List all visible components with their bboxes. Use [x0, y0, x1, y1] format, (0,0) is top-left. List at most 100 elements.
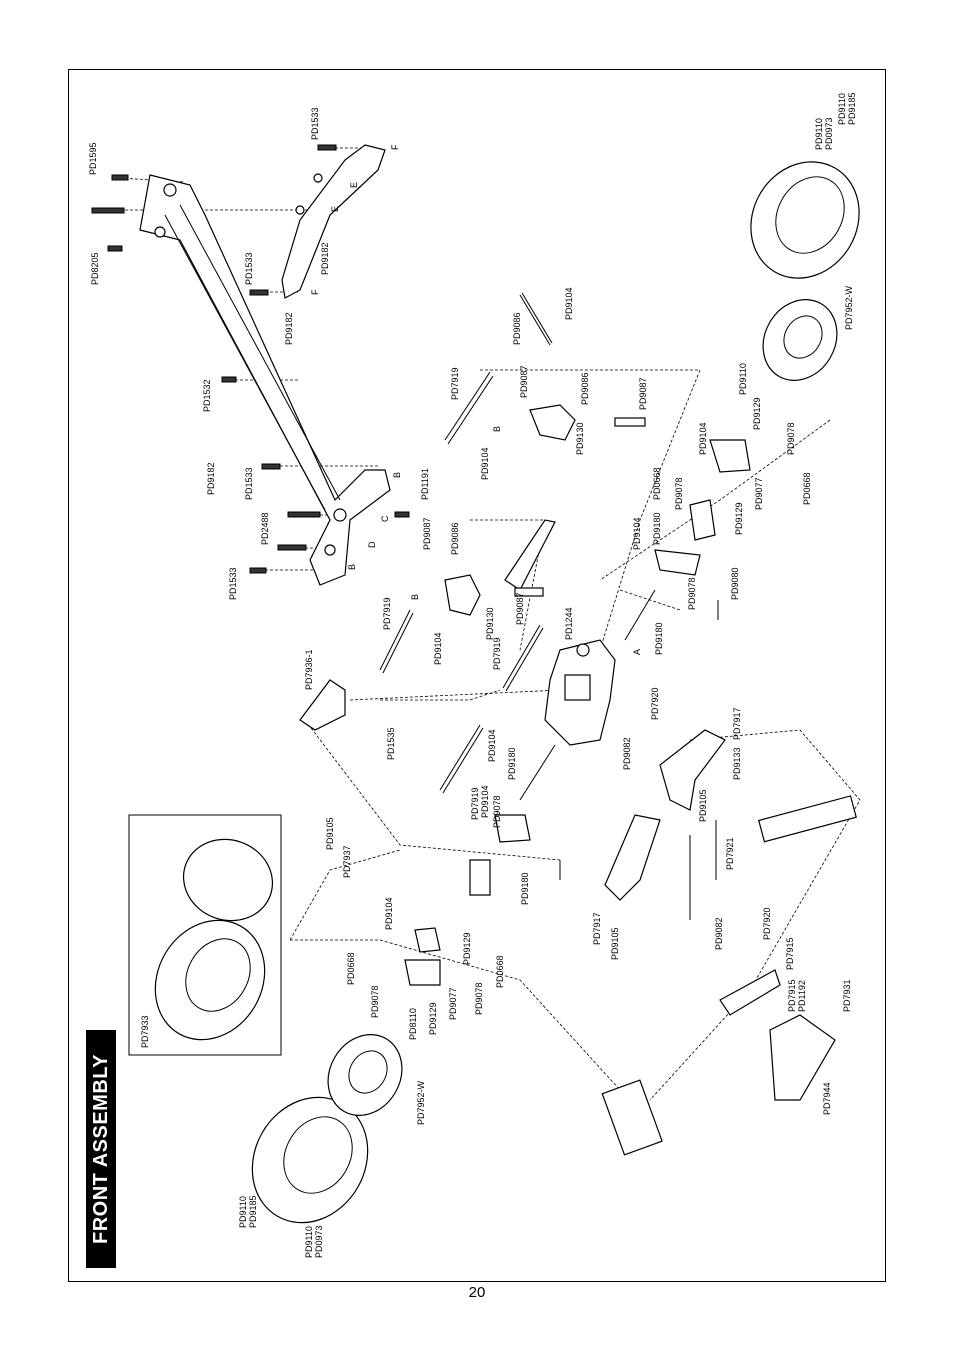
- part-label: PD7915: [787, 979, 797, 1012]
- callout-letter: E: [330, 206, 340, 212]
- hinge-pins: [559, 600, 719, 920]
- part-label: PD9182: [206, 462, 216, 495]
- callout-letter: C: [380, 515, 390, 522]
- part-labels: PD1595 PD8205 PD1533 PD9182 PD1533 PD918…: [88, 92, 857, 1258]
- part-label: PD9077: [754, 477, 764, 510]
- part-label: PD9104: [384, 897, 394, 930]
- part-label: PD7917: [732, 707, 742, 740]
- part-label: PD8110: [408, 1008, 418, 1040]
- part-label: PD8205: [90, 252, 100, 285]
- part-label: PD9180: [520, 872, 530, 905]
- part-label: PD0973: [314, 1225, 324, 1258]
- part-label: PD9130: [575, 422, 585, 455]
- part-label: PD0973: [824, 117, 834, 150]
- front-brace: [281, 144, 386, 299]
- part-label: PD9078: [492, 795, 502, 828]
- part-label: PD1533: [310, 107, 320, 140]
- part-label: PD9105: [698, 789, 708, 822]
- part-label: PD9185: [847, 92, 857, 125]
- part-label: PD9082: [714, 917, 724, 950]
- part-label: PD7919: [382, 597, 392, 630]
- part-label: PD7919: [492, 637, 502, 670]
- part-label: PD9182: [284, 312, 294, 345]
- part-label: PD7920: [762, 907, 772, 940]
- arm-mounts: [299, 679, 836, 1101]
- part-label: PD9105: [610, 927, 620, 960]
- part-label: PD9087: [422, 517, 432, 550]
- part-label: PD9129: [734, 502, 744, 535]
- steering-parts: [444, 404, 701, 616]
- part-label: PD0668: [346, 952, 356, 985]
- part-label: PD1533: [244, 467, 254, 500]
- part-label: PD2488: [260, 512, 270, 545]
- part-label: PD1533: [244, 252, 254, 285]
- part-label: PD9185: [248, 1195, 258, 1228]
- part-label: PD7952-W: [416, 1080, 426, 1125]
- rod-links: [379, 292, 656, 801]
- part-label: PD1533: [228, 567, 238, 600]
- part-label: PD9104: [698, 422, 708, 455]
- part-label: PD9105: [325, 817, 335, 850]
- guide-lines: [100, 147, 861, 1101]
- part-label: PD0668: [495, 955, 505, 988]
- part-label: PD9082: [622, 737, 632, 770]
- part-label: PD1595: [88, 142, 98, 175]
- part-label: PD9104: [480, 785, 490, 818]
- part-label: PD9086: [512, 312, 522, 345]
- part-label: PD7931: [842, 979, 852, 1012]
- hub-carriers: [404, 439, 751, 986]
- part-label: PD7917: [592, 912, 602, 945]
- part-label: PD9086: [580, 372, 590, 405]
- lower-arms: [604, 729, 726, 901]
- part-label: PD9110: [837, 93, 847, 125]
- front-right-wheel: [750, 161, 860, 381]
- part-label: PD7936-1: [304, 649, 314, 690]
- part-label: PD9080: [730, 567, 740, 600]
- part-label: PD9129: [462, 932, 472, 965]
- part-label: PD9078: [674, 477, 684, 510]
- part-label: PD9104: [564, 287, 574, 320]
- top-chassis-plate: [139, 174, 391, 586]
- part-label: PD7933: [140, 1015, 150, 1048]
- inset-tire-box: [128, 814, 282, 1056]
- part-label: PD1192: [797, 980, 807, 1012]
- callout-letter: B: [347, 564, 357, 570]
- callout-letter: A: [632, 649, 642, 655]
- part-label: PD7952-W: [844, 285, 854, 330]
- part-label: PD7921: [725, 837, 735, 870]
- page-number: 20: [468, 1284, 486, 1301]
- callout-letter: B: [410, 594, 420, 600]
- part-label: PD9086: [450, 522, 460, 555]
- callout-letter: E: [349, 182, 359, 188]
- part-label: PD9078: [370, 985, 380, 1018]
- part-label: PD1191: [420, 468, 430, 500]
- part-label: PD9104: [632, 517, 642, 550]
- title-bar: [86, 1030, 116, 1268]
- part-label: PD9078: [474, 982, 484, 1015]
- part-label: PD9104: [480, 447, 490, 480]
- part-label: PD7937: [342, 845, 352, 878]
- part-label: PD9077: [448, 987, 458, 1020]
- part-label: PD7944: [822, 1082, 832, 1115]
- part-label: PD9087: [519, 365, 529, 398]
- part-label: PD7919: [470, 787, 480, 820]
- part-label: PD9087: [515, 592, 525, 625]
- part-label: PD9110: [304, 1226, 314, 1258]
- callout-letters: A B B B B C D E E F F: [310, 144, 642, 655]
- part-label: PD7915: [785, 937, 795, 970]
- front-bulkhead: [544, 639, 616, 746]
- callout-letter: F: [310, 289, 320, 295]
- part-label: PD1532: [202, 379, 212, 412]
- part-label: PD9087: [638, 377, 648, 410]
- part-label: PD9078: [786, 422, 796, 455]
- part-label: PD9110: [814, 118, 824, 150]
- shocks: [601, 795, 857, 1156]
- part-label: PD0668: [652, 467, 662, 500]
- callout-letter: F: [390, 144, 400, 150]
- part-label: PD9129: [428, 1002, 438, 1035]
- part-label: PD9078: [687, 577, 697, 610]
- part-label: PD7919: [450, 367, 460, 400]
- part-label: PD7920: [650, 687, 660, 720]
- part-label: PD9180: [654, 622, 664, 655]
